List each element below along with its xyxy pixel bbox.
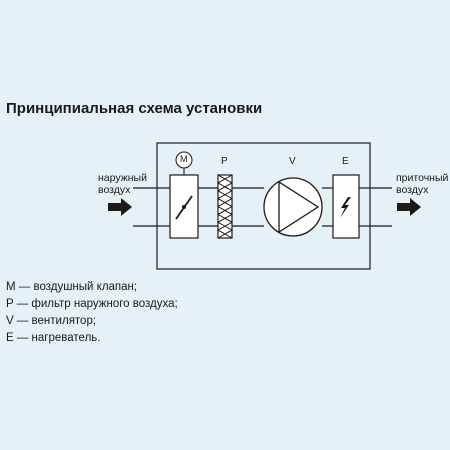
air-channel <box>157 187 370 227</box>
air-filter <box>216 174 234 239</box>
diagram-title: Принципиальная схема установки <box>6 100 263 117</box>
heater <box>332 174 360 239</box>
inlet-label-line1: наружный <box>98 172 147 184</box>
lightning-icon <box>340 197 351 218</box>
inlet-duct <box>133 187 157 227</box>
filter-letter: P <box>221 156 228 167</box>
fan-icon <box>263 177 323 237</box>
legend-item-fan: V — вентилятор; <box>6 315 97 327</box>
fan-letter: V <box>289 156 296 167</box>
legend: M — воздушный клапан; P — фильтр наружно… <box>6 279 178 347</box>
damper-motor-letter: M <box>180 154 188 164</box>
outlet-label-line2: воздух <box>396 184 429 196</box>
heater-letter: E <box>342 156 349 167</box>
inlet-label-line2: воздух <box>98 184 131 196</box>
legend-item-filter: P — фильтр наружного воздуха; <box>6 298 178 310</box>
air-damper <box>169 168 199 239</box>
outlet-duct <box>370 187 392 227</box>
inlet-arrow-icon <box>108 198 132 216</box>
outlet-arrow-icon <box>397 198 421 216</box>
damper-motor-icon <box>175 151 193 169</box>
legend-item-heater: E — нагреватель. <box>6 332 101 344</box>
outlet-label-line1: приточный <box>396 172 449 184</box>
outlet-label: приточный воздух <box>396 172 448 196</box>
inlet-label: наружный воздух <box>98 172 147 196</box>
legend-item-damper: M — воздушный клапан; <box>6 281 138 293</box>
unit-housing <box>156 142 371 270</box>
